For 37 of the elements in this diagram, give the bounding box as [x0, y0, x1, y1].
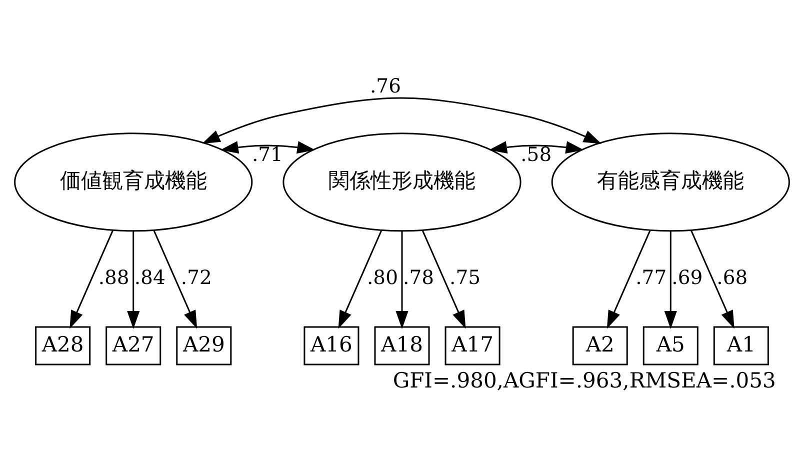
caption: GFI=.980,AGFI=.963,RMSEA=.053	[392, 367, 776, 392]
arrow	[664, 230, 677, 329]
edge-label: .71	[252, 143, 283, 166]
node-ellipse: 関係性形成機能	[282, 132, 522, 232]
edge-label: .78	[403, 266, 434, 290]
node-box: A16	[304, 326, 360, 366]
node-box: A27	[106, 326, 162, 366]
arrow	[422, 230, 466, 329]
node-box: A28	[35, 326, 91, 366]
arrow	[127, 230, 140, 329]
node-box: A18	[374, 326, 430, 366]
edge-label: .77	[636, 266, 667, 290]
arrow	[153, 230, 198, 329]
node-box: A29	[176, 326, 232, 366]
arrow	[488, 141, 584, 154]
edge-label: .76	[370, 74, 402, 98]
arrow	[690, 230, 734, 329]
node-box: A2	[572, 326, 628, 366]
edge-label: .80	[366, 266, 398, 290]
edge-label: .88	[98, 266, 130, 290]
arrow	[396, 230, 408, 329]
node-box: A5	[642, 326, 698, 366]
node-ellipse: 有能感育成機能	[551, 132, 790, 232]
node-box: A1	[713, 326, 769, 366]
arrow	[70, 230, 114, 329]
node-box: A17	[444, 326, 500, 366]
node-ellipse: 価値観育成機能	[14, 132, 253, 232]
arrow	[338, 230, 382, 329]
edge-label: .75	[450, 266, 481, 290]
edge-label: .69	[672, 266, 703, 290]
edge-label: .58	[520, 143, 552, 166]
edge-label: .68	[716, 266, 748, 290]
arrow	[606, 230, 651, 329]
edge-label: .72	[180, 266, 212, 290]
edge-label: .84	[134, 266, 166, 290]
arrow	[202, 97, 602, 144]
arrow	[220, 141, 316, 154]
